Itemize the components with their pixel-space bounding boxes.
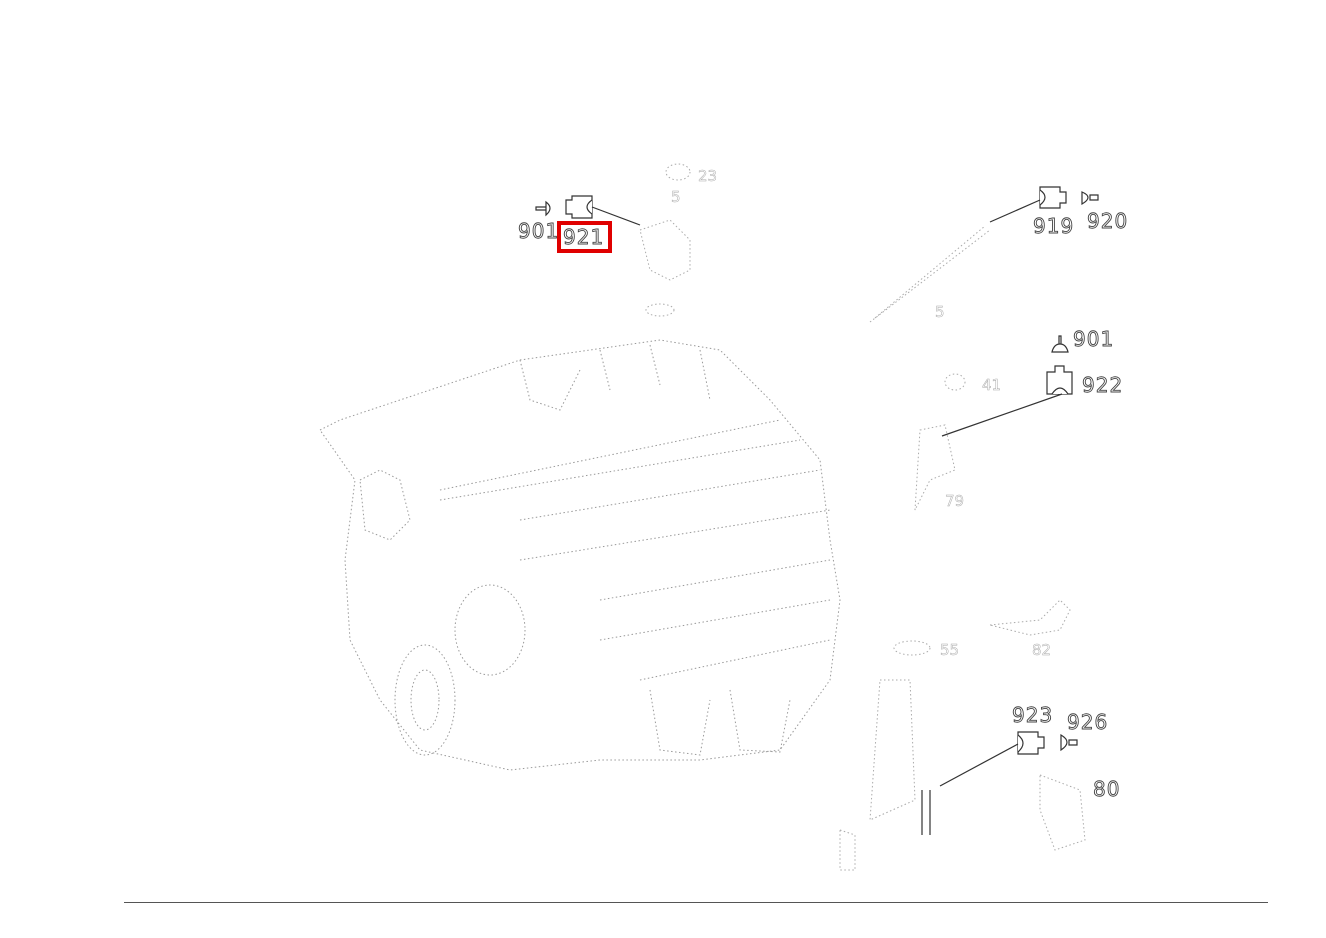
part-label-55: 55 xyxy=(940,641,960,659)
callout-919[interactable]: 919 xyxy=(1033,214,1075,238)
callout-922[interactable]: 922 xyxy=(1082,373,1124,397)
callout-926[interactable]: 926 xyxy=(1067,710,1109,734)
callout-920[interactable]: 920 xyxy=(1087,209,1129,233)
callout-901-right[interactable]: 901 xyxy=(1073,327,1115,351)
small-parts-illustration xyxy=(639,163,1086,871)
engine-block-illustration xyxy=(319,339,841,771)
part-label-5-top: 5 xyxy=(671,188,681,206)
callout-901[interactable]: 901 xyxy=(518,219,560,243)
part-label-82: 82 xyxy=(1032,641,1052,659)
callout-921[interactable]: 921 xyxy=(563,225,605,249)
callout-923[interactable]: 923 xyxy=(1012,703,1054,727)
part-label-41: 41 xyxy=(982,376,1002,394)
connector-symbols xyxy=(535,186,1099,835)
part-label-79: 79 xyxy=(945,492,965,510)
selected-callout-highlight[interactable] xyxy=(557,221,612,253)
footer-divider xyxy=(124,902,1268,903)
part-label-23: 23 xyxy=(698,167,718,185)
callout-80[interactable]: 80 xyxy=(1093,777,1121,801)
part-label-5: 5 xyxy=(935,303,945,321)
